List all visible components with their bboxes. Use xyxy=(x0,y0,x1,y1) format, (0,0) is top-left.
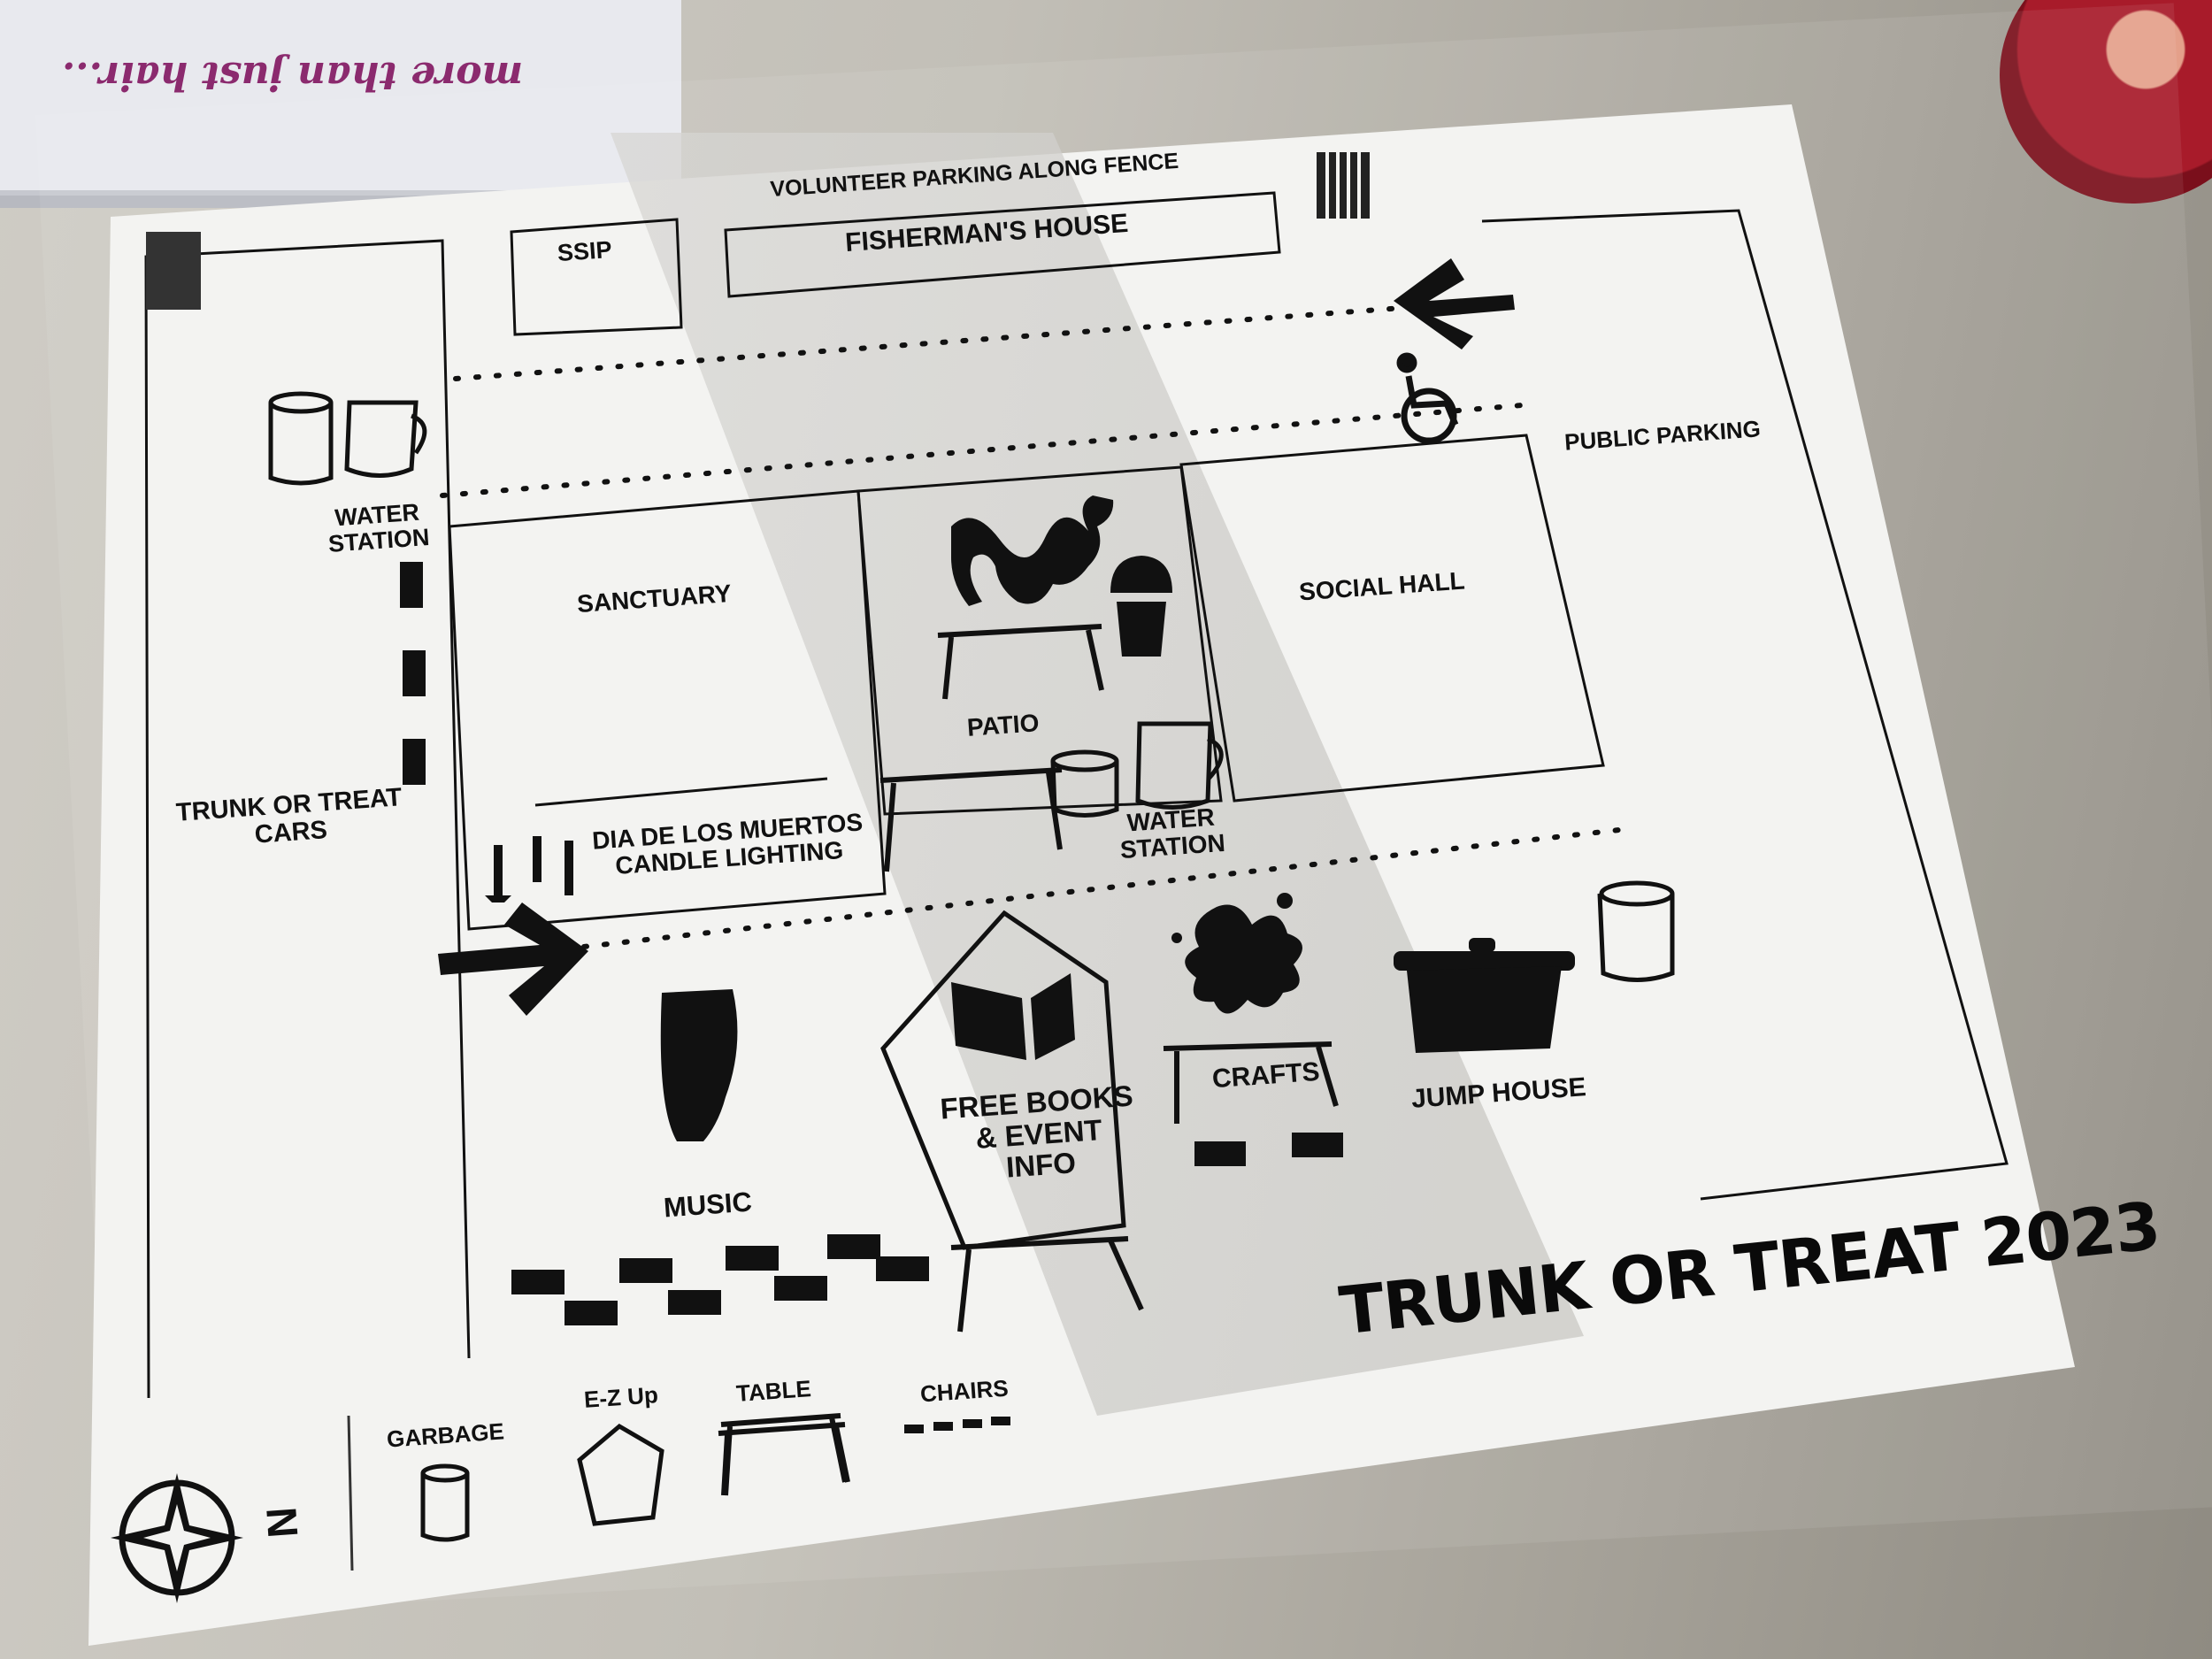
legend-ez-up-label: E-Z Up xyxy=(583,1382,659,1412)
legend-table-label: TABLE xyxy=(735,1376,811,1406)
music-label: MUSIC xyxy=(663,1187,753,1223)
fence-marker-icon xyxy=(1317,152,1370,219)
free-books-label: FREE BOOKS & EVENT INFO xyxy=(940,1080,1139,1188)
water-station-patio-label: WATER STATION xyxy=(1118,803,1226,864)
water-station-left-label: WATER STATION xyxy=(326,499,430,557)
north-label: N xyxy=(257,1506,304,1540)
pot-icon xyxy=(1394,938,1575,1053)
ssip-label: SSIP xyxy=(557,237,612,266)
legend-chairs-label: CHAIRS xyxy=(919,1376,1009,1407)
chairs-icon xyxy=(400,562,426,785)
fence-marker-icon-2 xyxy=(146,232,201,310)
patio-label: PATIO xyxy=(966,710,1040,741)
